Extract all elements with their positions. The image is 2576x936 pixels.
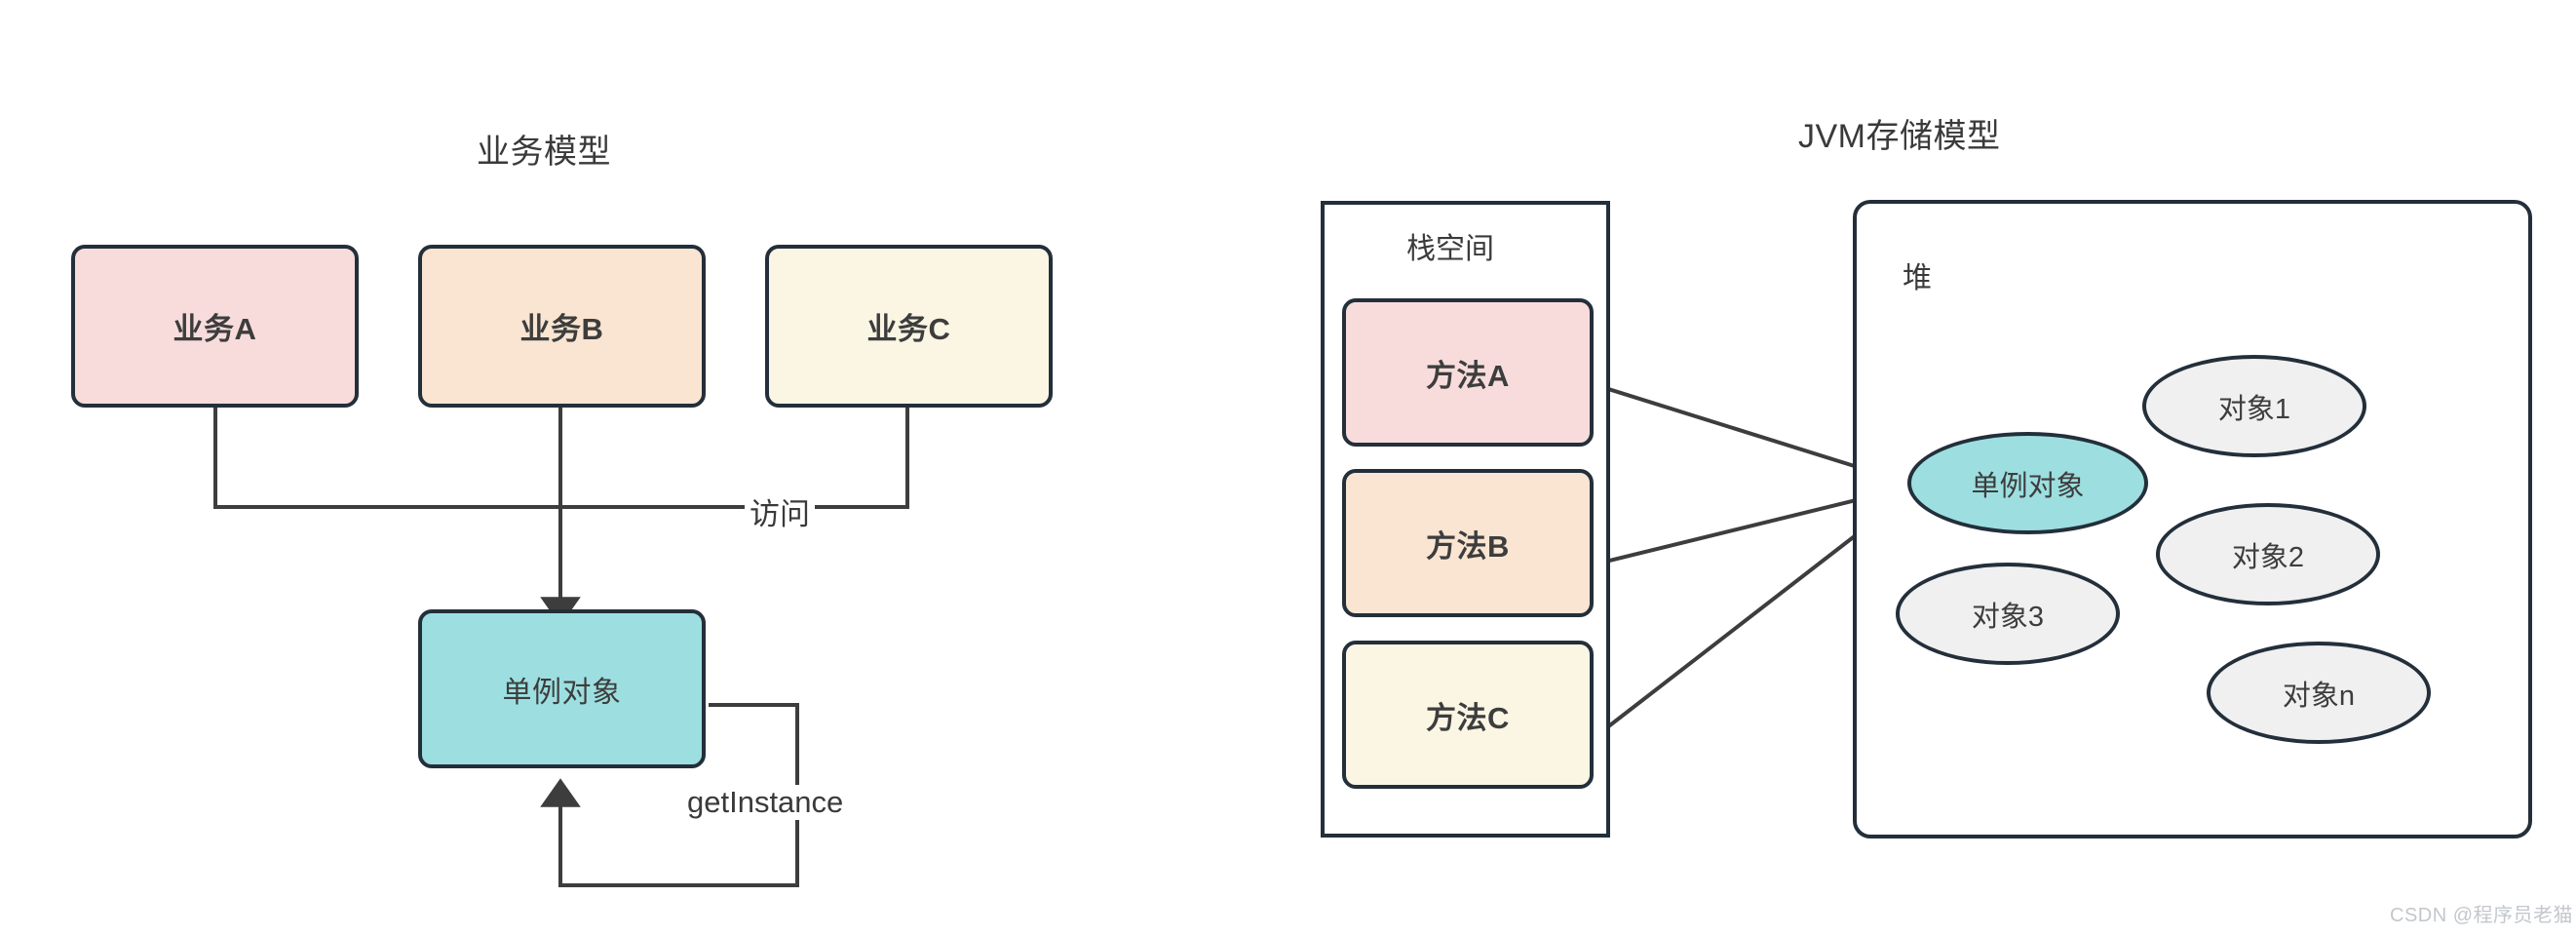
business-node-a[interactable]: 业务A: [71, 245, 359, 408]
edge-label-access: 访问: [745, 489, 815, 533]
business-model-title: 业务模型: [477, 134, 611, 171]
heap-object-3-label: 对象3: [1971, 601, 2045, 633]
edge-biz-c-to-singleton: [560, 408, 909, 509]
stack-frame-method-a-label: 方法A: [1426, 358, 1510, 393]
stack-container-label: 栈空间: [1406, 233, 1494, 265]
business-node-c[interactable]: 业务C: [765, 245, 1053, 408]
csdn-watermark: CSDN @程序员老猫: [2390, 905, 2574, 926]
edge-getinstance-loop: [540, 703, 799, 887]
heap-object-singleton-label: 单例对象: [1971, 470, 2085, 502]
business-node-c-label: 业务C: [866, 312, 951, 346]
heap-object-1[interactable]: 对象1: [2142, 355, 2366, 457]
heap-object-3[interactable]: 对象3: [1896, 563, 2120, 665]
heap-container-label: 堆: [1903, 262, 1932, 294]
heap-object-1-label: 对象1: [2217, 393, 2291, 425]
edge-label-getinstance: getInstance: [682, 785, 849, 820]
heap-object-2[interactable]: 对象2: [2156, 503, 2380, 605]
heap-object-n-label: 对象n: [2282, 680, 2356, 712]
stack-frame-method-c[interactable]: 方法C: [1342, 641, 1594, 789]
heap-object-n[interactable]: 对象n: [2207, 642, 2431, 744]
singleton-object-node-label: 单例对象: [502, 676, 622, 709]
stack-frame-method-a[interactable]: 方法A: [1342, 298, 1594, 447]
singleton-object-node[interactable]: 单例对象: [418, 609, 706, 768]
heap-object-singleton[interactable]: 单例对象: [1907, 432, 2148, 534]
jvm-model-title: JVM存储模型: [1798, 118, 2001, 155]
stack-frame-method-c-label: 方法C: [1426, 700, 1510, 735]
stack-frame-method-b[interactable]: 方法B: [1342, 469, 1594, 617]
business-node-a-label: 业务A: [173, 312, 257, 346]
business-node-b[interactable]: 业务B: [418, 245, 706, 408]
stack-frame-method-b-label: 方法B: [1426, 528, 1510, 564]
business-node-b-label: 业务B: [519, 312, 604, 346]
heap-object-2-label: 对象2: [2231, 541, 2305, 573]
edge-biz-a-to-singleton: [213, 408, 560, 509]
